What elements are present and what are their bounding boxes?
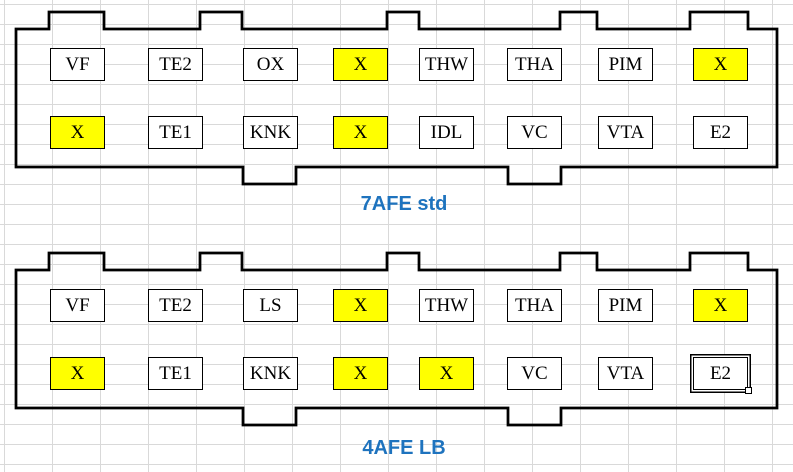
pin-cell-ox[interactable]: OX (243, 48, 298, 81)
pin-cell-tha[interactable]: THA (507, 48, 562, 81)
pin-cell-pim[interactable]: PIM (598, 48, 653, 81)
pin-cell-x[interactable]: X (693, 48, 748, 81)
pin-cell-te2[interactable]: TE2 (148, 289, 203, 322)
pin-cell-x[interactable]: X (333, 357, 388, 390)
pin-cell-thw[interactable]: THW (419, 289, 474, 322)
pin-cell-e2[interactable]: E2 (693, 357, 752, 394)
pin-cell-vf[interactable]: VF (50, 289, 105, 322)
pin-cell-x[interactable]: X (419, 357, 474, 390)
selection-handle[interactable] (745, 387, 752, 394)
pin-cell-tha[interactable]: THA (507, 289, 562, 322)
pin-cell-te2[interactable]: TE2 (148, 48, 203, 81)
connector-title-top: 7AFE std (360, 193, 448, 215)
pin-cell-vc[interactable]: VC (507, 116, 562, 149)
pin-cell-knk[interactable]: KNK (243, 116, 298, 149)
pin-cell-x[interactable]: X (333, 289, 388, 322)
connector-outline-top (14, 10, 779, 186)
pin-cell-x[interactable]: X (333, 116, 388, 149)
connector-title-bottom: 4AFE LB (362, 437, 446, 459)
pin-cell-vta[interactable]: VTA (598, 116, 653, 149)
pin-cell-vta[interactable]: VTA (598, 357, 653, 390)
pin-cell-ls[interactable]: LS (243, 289, 298, 322)
pin-cell-e2[interactable]: E2 (693, 116, 748, 149)
pin-cell-x[interactable]: X (50, 116, 105, 149)
pin-cell-knk[interactable]: KNK (243, 357, 298, 390)
pin-cell-te1[interactable]: TE1 (148, 116, 203, 149)
pin-cell-x[interactable]: X (693, 289, 748, 322)
pin-cell-te1[interactable]: TE1 (148, 357, 203, 390)
pin-cell-idl[interactable]: IDL (419, 116, 474, 149)
pin-cell-pim[interactable]: PIM (598, 289, 653, 322)
connector-outline-bottom (14, 251, 779, 427)
pin-cell-x[interactable]: X (333, 48, 388, 81)
pin-cell-thw[interactable]: THW (419, 48, 474, 81)
pin-cell-vf[interactable]: VF (50, 48, 105, 81)
pin-cell-vc[interactable]: VC (507, 357, 562, 390)
pin-cell-x[interactable]: X (50, 357, 105, 390)
